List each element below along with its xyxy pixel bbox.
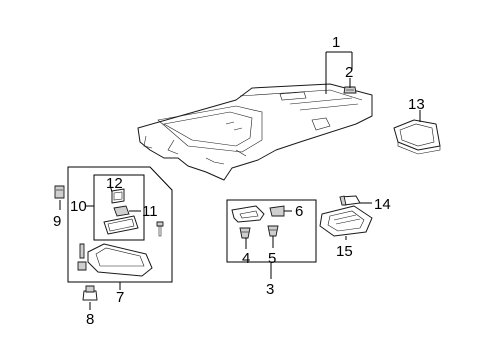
callout-8: 8 <box>86 311 94 328</box>
callout-7: 7 <box>116 289 124 306</box>
leader-lines <box>59 51 421 310</box>
grip-cap-part <box>269 205 285 217</box>
visor-clip-part <box>54 185 65 199</box>
callout-13: 13 <box>408 96 425 113</box>
vanity-mirror-part <box>111 188 125 204</box>
grip-clip-right-part <box>267 225 279 237</box>
sunvisor-part <box>77 243 153 277</box>
vanity-lamp-part <box>113 205 130 217</box>
screw-part <box>156 221 164 237</box>
callout-5: 5 <box>268 250 276 267</box>
callout-2: 2 <box>345 64 353 81</box>
clip-part <box>343 86 357 94</box>
callout-10: 10 <box>70 198 87 215</box>
vanity-mirror-sub-box <box>93 174 145 241</box>
headliner <box>137 83 373 181</box>
sunvisor-group-box <box>67 166 173 283</box>
callout-14: 14 <box>374 196 391 213</box>
vanity-cover-part <box>103 215 139 235</box>
callout-12: 12 <box>106 175 123 192</box>
bulb-part <box>339 195 361 206</box>
cover-part <box>393 119 441 155</box>
callout-9: 9 <box>53 213 61 230</box>
assist-grip-part <box>231 205 265 223</box>
visor-holder-part <box>82 285 98 301</box>
callout-1: 1 <box>332 34 340 51</box>
callout-3: 3 <box>266 281 274 298</box>
callout-15: 15 <box>336 243 353 260</box>
callout-11: 11 <box>142 203 158 220</box>
assist-grip-group-box <box>226 199 317 263</box>
grip-clip-left-part <box>239 227 251 239</box>
callout-4: 4 <box>242 250 250 267</box>
callout-6: 6 <box>295 203 303 220</box>
map-lamp-part <box>319 205 373 237</box>
